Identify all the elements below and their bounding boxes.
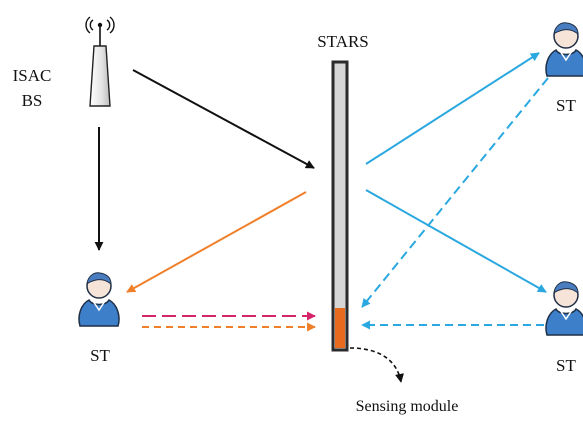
sensing-module-block [335,308,345,348]
bs-label-line1: ISAC [13,66,52,85]
bs-label-line2: BS [22,91,43,110]
bs-antenna-icon [85,16,115,107]
sensing-module-label: Sensing module [356,398,459,415]
top-st-label: ST [556,96,576,115]
left-st-user-icon [78,272,120,327]
link-sensing-module [349,347,404,383]
link-stars-transmit-to-top-st [365,52,540,165]
bottom-st-user-icon [545,281,583,336]
link-stars-transmit-to-bottom-st [365,189,547,293]
bottom-st-label: ST [556,356,576,375]
stars-label: STARS [317,32,369,51]
stars-panel [331,60,349,352]
link-stars-reflect-to-left-st [126,191,307,293]
link-bs-to-stars [132,69,315,169]
link-top-st-echo [361,77,549,308]
top-st-user-icon [545,22,583,77]
left-st-label: ST [90,346,110,365]
